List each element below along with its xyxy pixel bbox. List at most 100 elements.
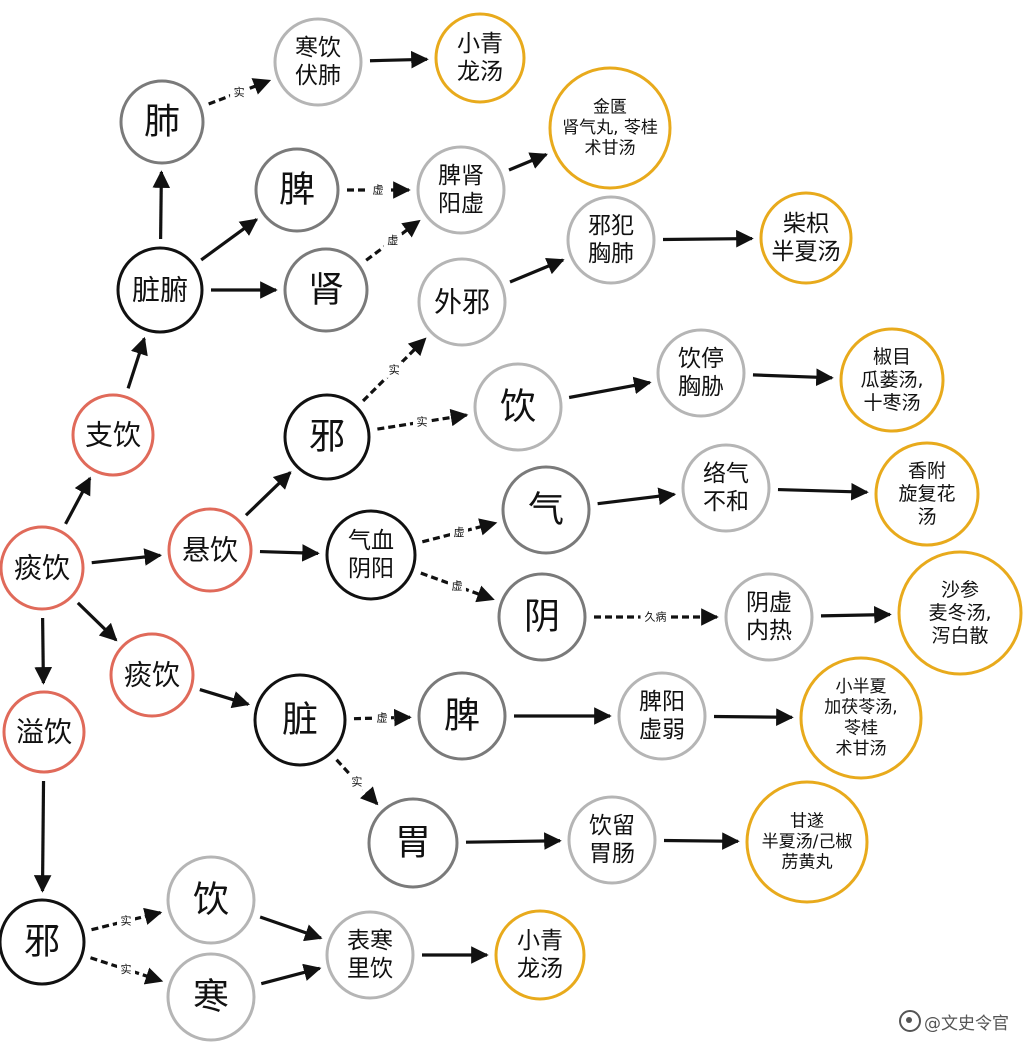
edge-label-bg	[230, 84, 249, 101]
node-label: 里饮	[347, 956, 393, 982]
node-circle	[166, 855, 256, 945]
node-label: 寒	[193, 977, 229, 1018]
node-yinnode: 阴	[497, 572, 587, 662]
node-yin2: 饮	[166, 855, 256, 945]
edge-han-biaohan	[260, 963, 322, 986]
edge-label-bg	[347, 773, 366, 790]
node-zangfu: 脏腑	[116, 246, 204, 334]
edge-label-bg	[640, 609, 671, 625]
node-label: 加茯苓汤,	[824, 698, 897, 718]
node-label: 脾	[279, 170, 315, 211]
node-circle	[745, 780, 869, 904]
node-circle	[434, 12, 526, 104]
edge-luoqi-xiangfu	[777, 482, 869, 501]
node-shen: 肾	[283, 247, 369, 333]
edge-arrow	[713, 708, 794, 726]
edge-yin2-biaohan	[259, 915, 323, 942]
node-circle	[473, 362, 563, 452]
node-label: 胃肠	[589, 841, 635, 867]
node-circle	[253, 673, 347, 767]
edge-yinxu-shashen	[820, 605, 892, 624]
node-label: 邪	[24, 922, 60, 963]
node-tanyin2: 痰饮	[109, 632, 195, 718]
node-circle	[0, 525, 85, 611]
edge-yiyin-xie2	[33, 780, 52, 893]
edge-arrow	[361, 337, 427, 403]
node-label: 麦冬汤,	[928, 602, 991, 624]
node-circle	[839, 327, 945, 433]
edge-pishen_yangxu-jingui	[508, 152, 548, 172]
node-label: 气	[528, 490, 564, 531]
node-label: 苈黄丸	[782, 853, 833, 873]
node-circle	[494, 909, 586, 1001]
node-label: 胃	[395, 823, 431, 864]
edge-tanyin_root-zhiyin	[64, 476, 92, 525]
edge-zang-wei: 实	[335, 758, 379, 806]
node-label: 阴虚	[746, 590, 792, 616]
edge-zangfu-fei	[152, 170, 171, 240]
edge-label-bg	[385, 361, 404, 378]
node-circle	[2, 690, 86, 774]
node-circle	[497, 572, 587, 662]
edge-qixue-qi: 虚	[421, 518, 498, 544]
node-circle	[166, 952, 256, 1042]
node-label: 寒饮	[295, 35, 341, 61]
edge-arrow	[777, 482, 869, 501]
edge-tanyin_root-yiyin	[34, 617, 53, 685]
node-circle	[116, 246, 204, 334]
node-label: 伏肺	[295, 63, 341, 89]
node-label: 胸肺	[588, 241, 634, 267]
edge-arrow	[199, 688, 251, 709]
node-label: 脾阳	[639, 689, 685, 715]
edge-arrow	[597, 487, 677, 506]
edge-qi-luoqi	[597, 487, 677, 506]
node-label: 肺	[144, 102, 180, 143]
edge-label: 实	[121, 962, 132, 976]
node-circle	[109, 632, 195, 718]
edge-tanyin2-zang	[199, 688, 251, 709]
watermark: @文史令官	[899, 1009, 1009, 1034]
node-label: 瓜蒌汤,	[860, 369, 923, 391]
edge-label-bg	[447, 578, 466, 595]
edge-qixue-yinnode: 虚	[420, 571, 495, 603]
edge-arrow	[200, 218, 259, 262]
node-label: 术甘汤	[836, 739, 887, 759]
node-label: 阴阳	[348, 556, 394, 582]
edge-tanyin_root-tanyin2	[76, 601, 118, 642]
node-label: 金匱	[593, 97, 627, 117]
edge-label: 实	[121, 914, 132, 928]
node-waixie: 外邪	[417, 257, 507, 347]
node-xuanyin: 悬饮	[167, 507, 253, 593]
edge-arrow	[465, 832, 562, 850]
edge-label-bg	[413, 414, 432, 431]
node-circle	[119, 79, 205, 165]
edge-label: 虚	[453, 526, 464, 539]
edge-arrow	[152, 170, 171, 240]
node-label: 胸胁	[678, 374, 724, 400]
node-label: 术甘汤	[585, 139, 636, 159]
edge-arrow	[820, 605, 892, 624]
node-han: 寒	[166, 952, 256, 1042]
node-label: 小半夏	[836, 677, 887, 697]
node-circle	[283, 393, 371, 481]
edge-arrow	[259, 544, 320, 562]
edge-xuanyin-xie1	[244, 471, 292, 517]
edge-label-bg	[369, 182, 387, 198]
edge-arrow	[508, 152, 548, 172]
node-qi: 气	[501, 465, 591, 555]
node-zhiyin: 支饮	[71, 393, 155, 477]
node-circle	[799, 656, 923, 780]
node-circle	[0, 898, 86, 986]
node-circle	[566, 195, 656, 285]
